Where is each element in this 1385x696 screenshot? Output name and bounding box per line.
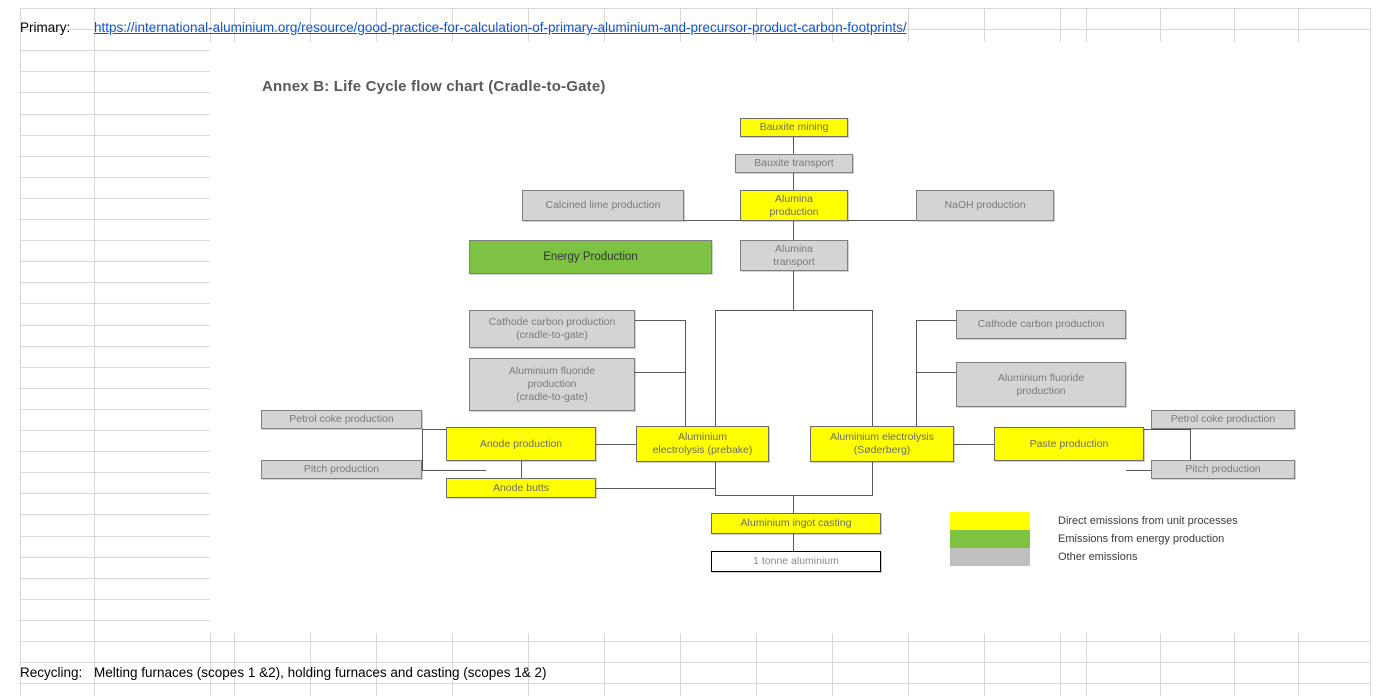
node-one-tonne-aluminium[interactable]: 1 tonne aluminium: [711, 551, 881, 572]
node-bauxite-transport[interactable]: Bauxite transport: [735, 154, 853, 173]
connector-merge-right-leg: [872, 442, 873, 496]
node-pitch-production-right[interactable]: Pitch production: [1151, 460, 1295, 479]
node-anode-butts[interactable]: Anode butts: [446, 478, 596, 498]
node-label: Petrol coke production: [1170, 413, 1276, 425]
connector-butts-return: [596, 488, 716, 489]
node-petrol-coke-production-right[interactable]: Petrol coke production: [1151, 410, 1295, 429]
node-cathode-carbon-production-right[interactable]: Cathode carbon production: [956, 310, 1126, 339]
connector-cathode-right-run: [916, 320, 956, 321]
node-aluminium-ingot-casting[interactable]: Aluminium ingot casting: [711, 513, 881, 534]
node-label: Pitch production: [303, 463, 380, 475]
connector-paste-inputs-riser: [1190, 429, 1191, 471]
node-label: 1 tonne aluminium: [753, 555, 839, 567]
node-anode-production[interactable]: Anode production: [446, 427, 596, 461]
node-label: Alumina transport: [773, 242, 815, 268]
node-aluminium-electrolysis-prebake[interactable]: Aluminium electrolysis (prebake): [636, 426, 769, 462]
node-label: Cathode carbon production: [977, 318, 1105, 330]
connector-petrolcoke-right-run: [1126, 429, 1190, 430]
node-alumina-production[interactable]: Alumina production: [740, 190, 848, 221]
connector-cathode-left-run: [635, 320, 686, 321]
node-pitch-production-left[interactable]: Pitch production: [261, 460, 422, 479]
connector-split-right-leg: [872, 310, 873, 486]
connector-electrolysis-merge-bar: [715, 495, 873, 496]
connector-transport-to-split: [793, 270, 794, 310]
node-aluminium-electrolysis-soderberg[interactable]: Aluminium electrolysis (Søderberg): [810, 426, 954, 462]
legend-swatch-other: [950, 548, 1030, 566]
recycling-row-text: Melting furnaces (scopes 1 &2), holding …: [94, 665, 547, 680]
legend-swatch-energy: [950, 530, 1030, 548]
node-energy-production[interactable]: Energy Production: [469, 240, 712, 274]
node-petrol-coke-production-left[interactable]: Petrol coke production: [261, 410, 422, 429]
node-naoh-production[interactable]: NaOH production: [916, 190, 1054, 221]
node-paste-production[interactable]: Paste production: [994, 427, 1144, 461]
connector-electrolysis-split-bar: [715, 310, 873, 311]
node-label: NaOH production: [944, 199, 1026, 211]
node-bauxite-mining[interactable]: Bauxite mining: [740, 118, 848, 137]
primary-row-label: Primary:: [20, 20, 71, 35]
connector-anode-to-electrolysis: [486, 444, 716, 445]
node-label: Aluminium electrolysis (Søderberg): [830, 431, 934, 456]
node-aluminium-fluoride-production-right[interactable]: Aluminium fluoride production: [956, 362, 1126, 407]
node-label: Bauxite transport: [754, 157, 834, 169]
node-label: Energy Production: [543, 250, 638, 263]
node-label: Aluminium fluoride production (cradle-to…: [508, 365, 596, 403]
node-label: Petrol coke production: [289, 413, 394, 425]
legend-swatch-direct: [950, 512, 1030, 530]
chart-title: Annex B: Life Cycle flow chart (Cradle-t…: [262, 78, 606, 95]
node-cathode-carbon-production-left[interactable]: Cathode carbon production (cradle-to-gat…: [469, 310, 635, 348]
node-label: Aluminium fluoride production: [997, 371, 1085, 397]
primary-source-link[interactable]: https://international-aluminium.org/reso…: [94, 20, 907, 35]
connector-mining-to-transport: [793, 136, 794, 154]
connector-merge-left-leg: [715, 442, 716, 496]
node-calcined-lime-production[interactable]: Calcined lime production: [522, 190, 684, 221]
node-label: Aluminium electrolysis (prebake): [652, 431, 753, 456]
connector-transport-to-alumina: [793, 172, 794, 190]
recycling-row-label: Recycling:: [20, 665, 83, 680]
connector-pitch-left-run: [422, 470, 486, 471]
connector-merge-to-ingot: [793, 495, 794, 523]
connector-alf3-right-run: [916, 372, 956, 373]
connector-anode-inputs-riser: [422, 429, 423, 471]
connector-ingot-to-output: [793, 533, 794, 558]
node-aluminium-fluoride-production-left[interactable]: Aluminium fluoride production (cradle-to…: [469, 358, 635, 411]
node-label: Alumina production: [769, 192, 819, 218]
connector-alumina-to-transport: [793, 220, 794, 245]
legend-label-other: Other emissions: [1058, 551, 1138, 563]
connector-cathode-left-drop: [685, 320, 686, 444]
connector-alf3-left-run: [635, 372, 686, 373]
connector-anode-to-butts: [521, 454, 522, 488]
legend-label-energy: Emissions from energy production: [1058, 533, 1225, 545]
node-alumina-transport[interactable]: Alumina transport: [740, 240, 848, 271]
connector-split-left-leg: [715, 310, 716, 486]
node-label: Calcined lime production: [545, 199, 661, 211]
node-label: Pitch production: [1185, 463, 1261, 475]
lifecycle-flowchart-image[interactable]: Annex B: Life Cycle flow chart (Cradle-t…: [210, 42, 1370, 633]
node-label: Paste production: [1029, 437, 1109, 450]
node-label: Anode butts: [492, 481, 550, 494]
node-label: Bauxite mining: [759, 121, 829, 133]
legend-label-direct: Direct emissions from unit processes: [1058, 515, 1238, 527]
connector-cathode-right-drop: [916, 320, 917, 444]
node-label: Anode production: [479, 437, 563, 450]
node-label: Aluminium ingot casting: [740, 517, 852, 529]
node-label: Cathode carbon production (cradle-to-gat…: [488, 316, 616, 341]
